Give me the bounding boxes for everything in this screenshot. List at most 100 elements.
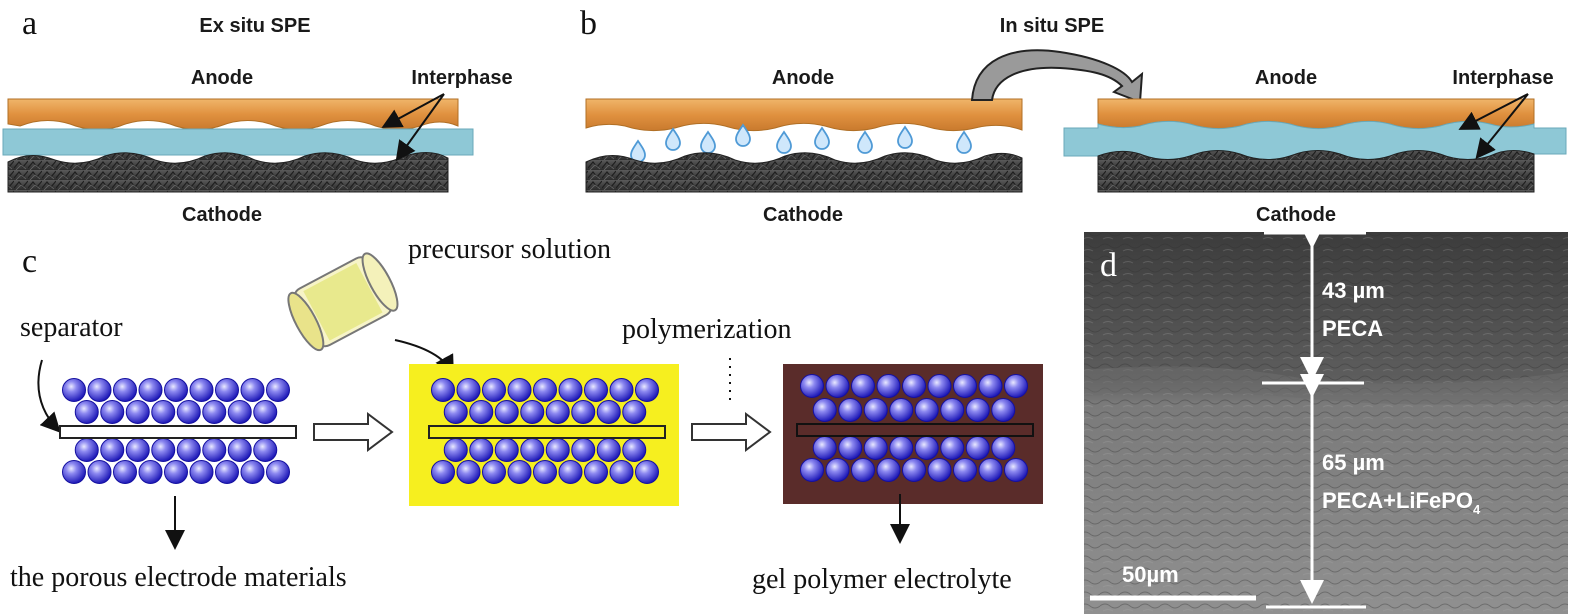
panel-a-interphase-label: Interphase bbox=[411, 67, 512, 89]
electrode-particle bbox=[138, 460, 163, 484]
separator-label: separator bbox=[20, 312, 123, 343]
electrode-particle bbox=[253, 438, 278, 462]
electrode-particle bbox=[62, 378, 86, 402]
electrode-particle bbox=[176, 400, 201, 424]
electrode-particle bbox=[584, 460, 608, 484]
electrode-particle bbox=[253, 400, 278, 424]
separator-bar-2 bbox=[428, 425, 666, 439]
electrode-particle bbox=[87, 378, 112, 402]
sem-interface-band bbox=[1084, 366, 1568, 405]
electrode-particle bbox=[520, 400, 545, 424]
electrode-particle bbox=[533, 460, 557, 484]
electrode-particle bbox=[176, 438, 201, 462]
electrode-particle bbox=[125, 400, 150, 424]
panel-b-title: In situ SPE bbox=[1000, 15, 1104, 37]
electrode-particle bbox=[812, 398, 837, 422]
panel-b-cathode-left-label: Cathode bbox=[763, 204, 843, 226]
electrode-particle bbox=[927, 458, 952, 482]
electrode-particle bbox=[876, 458, 901, 482]
droplet-icon bbox=[814, 127, 830, 150]
electrode-particle bbox=[62, 460, 86, 484]
electrode-particle bbox=[164, 460, 188, 484]
electrode-particle bbox=[151, 400, 176, 424]
electrode-particle bbox=[914, 398, 939, 422]
electrode-particle bbox=[240, 460, 265, 484]
electrode-particle bbox=[545, 438, 570, 462]
electrode-particle bbox=[431, 378, 455, 402]
electrode-particle bbox=[151, 438, 176, 462]
electrode-particle bbox=[558, 460, 583, 484]
electrode-particle bbox=[202, 400, 227, 424]
sem-texture bbox=[1084, 232, 1568, 614]
electrode-particle bbox=[494, 438, 519, 462]
electrode-particle bbox=[584, 378, 608, 402]
process-arrow-1-icon bbox=[313, 412, 394, 452]
electrode-particle bbox=[266, 378, 290, 402]
porous-electrode-label: the porous electrode materials bbox=[10, 562, 347, 593]
electrode-particle bbox=[902, 374, 926, 398]
electrode-particle bbox=[189, 378, 214, 402]
electrode-particle bbox=[227, 400, 252, 424]
porous-electrode-stack bbox=[62, 378, 290, 484]
electrode-particle bbox=[838, 398, 863, 422]
panel-b-transition-arrow-icon bbox=[970, 49, 1144, 104]
electrode-particle bbox=[965, 436, 990, 460]
electrode-particle bbox=[545, 400, 570, 424]
panel-b-anode-right-label: Anode bbox=[1255, 67, 1317, 89]
electrode-particle bbox=[876, 374, 901, 398]
electrode-particle bbox=[202, 438, 227, 462]
electrode-particle bbox=[800, 458, 824, 482]
scale-bar-label: 50µm bbox=[1122, 562, 1179, 587]
electrode-particle bbox=[953, 374, 977, 398]
electrode-particle bbox=[571, 438, 596, 462]
electrode-particle bbox=[965, 398, 990, 422]
polymerization-label: polymerization bbox=[622, 314, 792, 345]
electrode-particle bbox=[507, 460, 532, 484]
electrode-particle bbox=[456, 378, 481, 402]
electrode-particle bbox=[100, 438, 125, 462]
panel-c: c precursor solution separator polymeriz… bbox=[10, 234, 1043, 595]
electrode-particle bbox=[889, 398, 914, 422]
electrode-particle bbox=[469, 400, 494, 424]
panel-d-sem-image: d 43 µm PECA 65 µm PECA+LiFePO4 50µm bbox=[1084, 225, 1568, 614]
panel-a-title: Ex situ SPE bbox=[199, 15, 310, 37]
top-layer-label: PECA bbox=[1322, 316, 1383, 341]
electrode-particle bbox=[991, 436, 1016, 460]
panel-a-interphase-arrow-bottom bbox=[395, 93, 445, 162]
electrode-particle bbox=[889, 436, 914, 460]
electrode-particle bbox=[571, 400, 596, 424]
electrode-particle bbox=[940, 398, 965, 422]
electrode-particle bbox=[443, 400, 468, 424]
bottom-layer-label: PECA+LiFePO4 bbox=[1322, 488, 1481, 517]
panel-a-cathode bbox=[7, 152, 449, 193]
panel-b-anode-left bbox=[585, 98, 1023, 132]
electrode-particle bbox=[812, 436, 837, 460]
electrode-particle bbox=[482, 460, 506, 484]
electrode-particle bbox=[456, 460, 481, 484]
electrode-particle bbox=[125, 438, 150, 462]
panel-a-letter: a bbox=[22, 5, 37, 42]
electrode-particle bbox=[863, 436, 888, 460]
electrode-particle bbox=[800, 374, 824, 398]
droplet-icon bbox=[956, 131, 972, 154]
electrode-particle bbox=[609, 378, 634, 402]
electrode-particle bbox=[863, 398, 888, 422]
panel-a-electrolyte bbox=[2, 128, 474, 156]
panel-b-interphase-arrow-bottom bbox=[1475, 93, 1529, 160]
electrode-particle bbox=[851, 374, 875, 398]
droplet-icon bbox=[857, 131, 873, 154]
separator-pointer-arrow bbox=[37, 359, 61, 433]
electrode-particle bbox=[520, 438, 545, 462]
panel-b-anode-left-label: Anode bbox=[772, 67, 834, 89]
electrode-particle bbox=[635, 378, 659, 402]
electrode-particle bbox=[838, 436, 863, 460]
droplet-icon bbox=[897, 126, 913, 149]
electrode-particle bbox=[978, 458, 1003, 482]
electrode-particle bbox=[215, 460, 239, 484]
separator-bar-3 bbox=[796, 423, 1034, 437]
electrode-particle bbox=[978, 374, 1003, 398]
panel-a-anode bbox=[7, 98, 459, 130]
droplet-icon bbox=[776, 131, 792, 154]
electrode-particle bbox=[87, 460, 112, 484]
precursor-electrode-stack bbox=[431, 378, 659, 484]
